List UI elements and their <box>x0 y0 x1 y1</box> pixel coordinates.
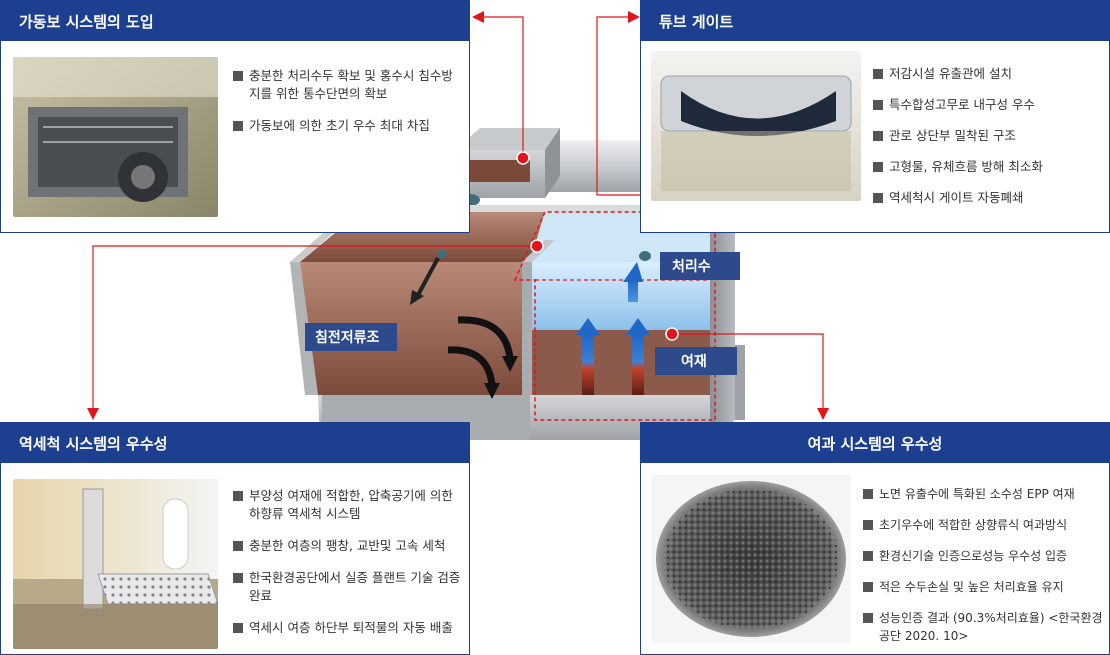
panel-filter-system: 여과 시스템의 우수성 노면 유출수에 특화된 소수성 EPP 여재 초기우수에 <box>640 422 1110 655</box>
settling-tank-label: 침전저류조 <box>315 330 380 346</box>
square-bullet-icon <box>863 489 873 499</box>
square-bullet-icon <box>233 121 243 131</box>
panel-movable-weir: 가동보 시스템의 도입 충분한 처리수두 확보 및 홍수시 침수방지를 위 <box>0 0 470 233</box>
square-bullet-icon <box>873 69 883 79</box>
square-bullet-icon <box>863 613 873 623</box>
panel-title: 여과 시스템의 우수성 <box>641 423 1109 463</box>
square-bullet-icon <box>873 162 883 172</box>
square-bullet-icon <box>863 520 873 530</box>
list-item: 노면 유출수에 특화된 소수성 EPP 여재 <box>863 485 1103 503</box>
media-tag: 여재 <box>655 347 737 375</box>
panel-title: 튜브 게이트 <box>641 1 1109 41</box>
media-label: 여재 <box>681 354 707 370</box>
square-bullet-icon <box>863 551 873 561</box>
panel-tube-gate: 튜브 게이트 저감시설 유출관에 설치 특수합성고무로 내구성 우수 관로 상단… <box>640 0 1110 233</box>
square-bullet-icon <box>233 491 243 501</box>
treated-water-tag: 처리수 <box>660 252 740 280</box>
settling-tank-tag: 침전저류조 <box>305 323 397 351</box>
list-item: 가동보에 의한 초기 우수 최대 차집 <box>233 117 461 135</box>
list-item: 저감시설 유출관에 설치 <box>873 65 1101 83</box>
panel-title: 역세척 시스템의 우수성 <box>1 423 469 463</box>
square-bullet-icon <box>233 541 243 551</box>
square-bullet-icon <box>863 582 873 592</box>
epp-media-photo <box>651 475 851 643</box>
panel-backwash-system: 역세척 시스템의 우수성 부양성 여재에 <box>0 422 470 655</box>
square-bullet-icon <box>873 193 883 203</box>
list-item: 역세시 여층 하단부 퇴적물의 자동 배출 <box>233 619 467 637</box>
connector-arrowheads <box>87 11 829 420</box>
list-item: 관로 상단부 밀착된 구조 <box>873 127 1101 145</box>
square-bullet-icon <box>233 623 243 633</box>
connector-lines <box>92 16 824 410</box>
movable-weir-photo <box>13 57 218 217</box>
treated-water-label: 처리수 <box>672 259 711 275</box>
flow-arrows <box>410 181 666 399</box>
list-item: 충분한 처리수두 확보 및 홍수시 침수방지를 위한 통수단면의 확보 <box>233 67 461 103</box>
list-item: 적은 수두손실 및 높은 처리효율 유지 <box>863 578 1103 596</box>
list-item: 역세척시 게이트 자동폐쇄 <box>873 189 1101 207</box>
list-item: 한국환경공단에서 실증 플랜트 기술 검증 완료 <box>233 569 467 605</box>
list-item: 고형물, 유체흐름 방해 최소화 <box>873 158 1101 176</box>
tube-gate-photo <box>651 51 861 201</box>
list-item: 성능인증 결과 (90.3%처리효율) <한국환경공단 2020. 10> <box>863 609 1103 645</box>
square-bullet-icon <box>873 131 883 141</box>
square-bullet-icon <box>873 100 883 110</box>
square-bullet-icon <box>233 71 243 81</box>
inflow-chamber <box>455 128 560 206</box>
list-item: 특수합성고무로 내구성 우수 <box>873 96 1101 114</box>
square-bullet-icon <box>233 573 243 583</box>
backwash-system-photo <box>13 479 218 649</box>
list-item: 초기우수에 적합한 상향류식 여과방식 <box>863 516 1103 534</box>
panel-title: 가동보 시스템의 도입 <box>1 1 469 41</box>
list-item: 충분한 여층의 팽창, 교반및 고속 세척 <box>233 537 467 555</box>
list-item: 부양성 여재에 적합한, 압축공기에 의한 하향류 역세척 시스템 <box>233 487 467 523</box>
list-item: 환경신기술 인증으로성능 우수성 입증 <box>863 547 1103 565</box>
